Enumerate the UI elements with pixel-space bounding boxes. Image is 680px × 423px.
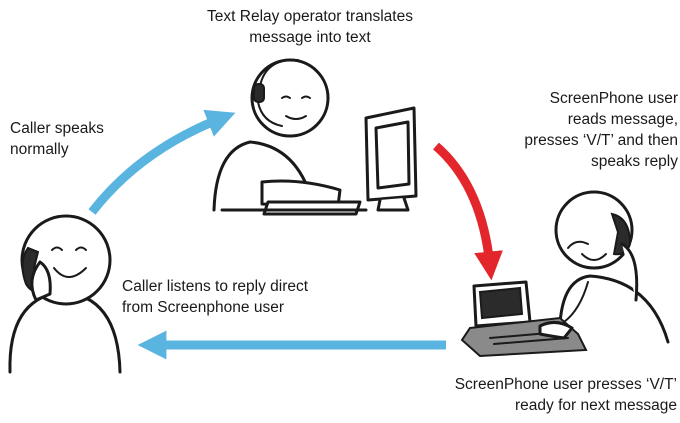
- headset-icon: [253, 58, 299, 127]
- screenphone-presses-label: ScreenPhone user presses ‘V/T’ ready for…: [454, 376, 677, 414]
- caller-speaks-label: Caller speaks normally: [10, 120, 104, 158]
- arrow-caller-to-operator: [88, 109, 236, 215]
- operator-label: Text Relay operator translates message i…: [207, 8, 413, 46]
- computer-monitor-icon: [364, 106, 418, 212]
- operator-figure: [212, 58, 368, 216]
- screenphone-user-figure: [554, 190, 670, 352]
- caller-figure: [8, 214, 122, 374]
- caller-listens-label: Caller listens to reply direct from Scre…: [122, 278, 309, 316]
- telephone-handset-icon: [610, 212, 632, 256]
- screenphone-reads-label: ScreenPhone user reads message, presses …: [524, 90, 678, 170]
- arrow-operator-to-screenphone: [433, 142, 503, 281]
- screenphone-device-icon: [460, 280, 588, 358]
- keyboard-icon: [262, 200, 362, 216]
